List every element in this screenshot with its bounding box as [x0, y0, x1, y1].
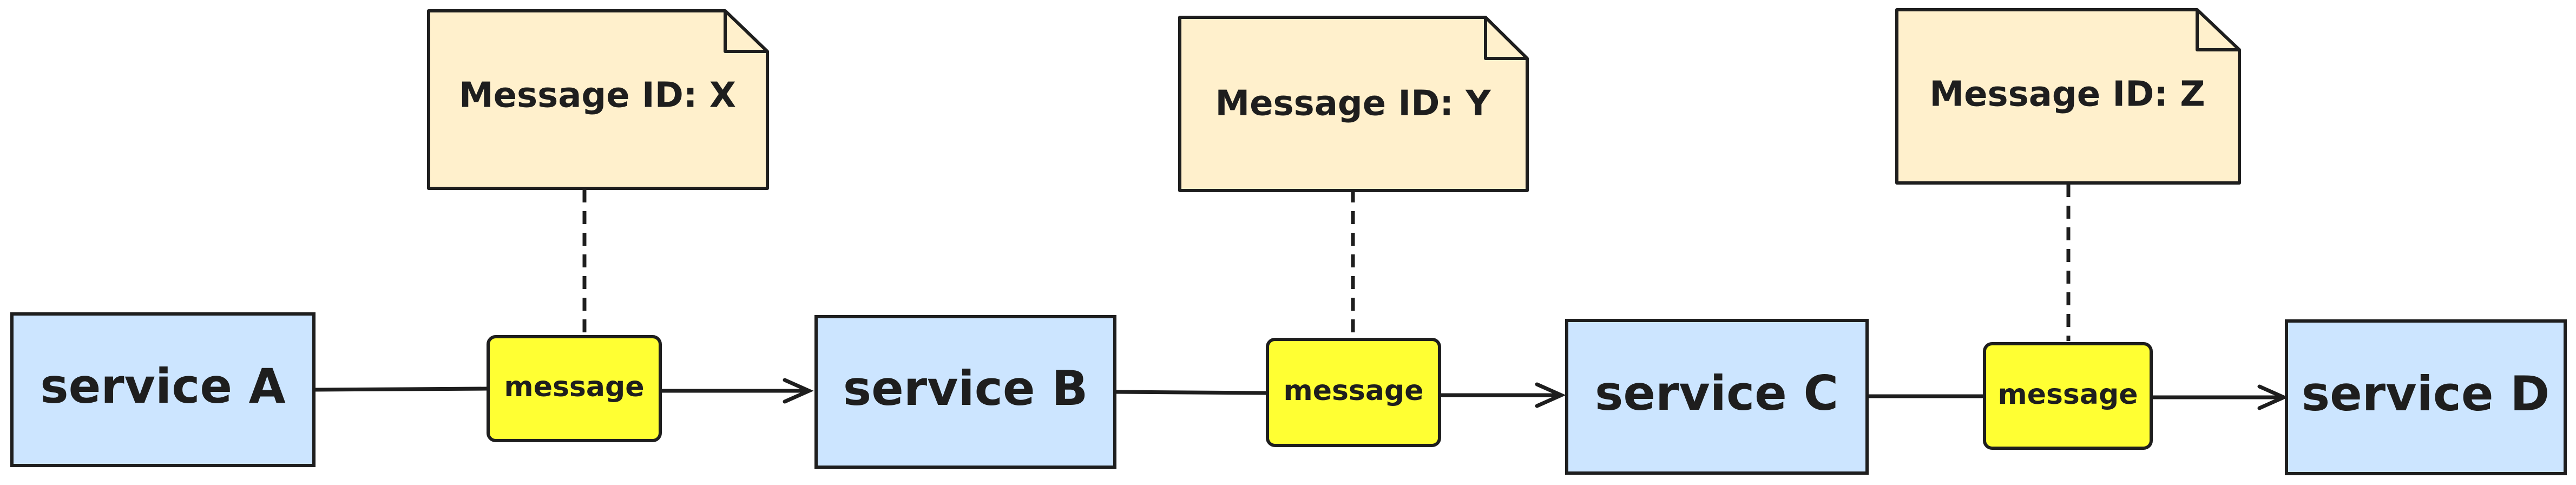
message-1: message — [487, 335, 662, 442]
note-z: Message ID: Z — [1895, 8, 2241, 185]
message-3-box — [1983, 342, 2153, 450]
service-a: service A — [10, 312, 316, 467]
connector-a-to-message-1 — [312, 386, 489, 392]
connector-lines — [312, 378, 2289, 410]
note-x-label: Message ID: X — [459, 76, 736, 116]
message-3: message — [1983, 342, 2153, 450]
note-y-fold — [1484, 17, 1527, 60]
service-d: service D — [2285, 319, 2567, 475]
note-z-fold — [2196, 10, 2239, 51]
service-b: service B — [814, 315, 1116, 469]
service-a-label: service A — [40, 358, 286, 414]
note-z-body — [1895, 8, 2241, 185]
note-connectors — [582, 184, 2071, 341]
message-2: message — [1266, 338, 1441, 447]
message-2-box — [1266, 338, 1441, 447]
message-1-box — [487, 335, 662, 442]
service-b-box — [814, 315, 1116, 469]
note-y-body — [1178, 16, 1529, 192]
service-d-box — [2285, 319, 2567, 475]
arrowhead-to-service-c — [1535, 382, 1566, 408]
note-y: Message ID: Y — [1178, 16, 1529, 192]
arrowhead-to-service-b — [783, 378, 814, 404]
service-c-label: service C — [1595, 365, 1838, 421]
note-z-label: Message ID: Z — [1929, 75, 2205, 115]
connector-b-to-message-2 — [1113, 390, 1269, 395]
message-3-label: message — [1998, 378, 2138, 411]
note-x: Message ID: X — [427, 9, 769, 190]
arrowhead-to-service-d — [2257, 384, 2289, 410]
note-x-body — [427, 9, 769, 190]
note-x-fold — [724, 11, 767, 53]
service-c-box — [1565, 319, 1869, 475]
service-b-label: service B — [843, 361, 1088, 416]
service-d-label: service D — [2302, 366, 2550, 422]
service-a-box — [10, 312, 316, 467]
service-c: service C — [1565, 319, 1869, 475]
note-y-label: Message ID: Y — [1215, 84, 1491, 124]
message-2-label: message — [1284, 375, 1424, 407]
message-1-label: message — [504, 371, 645, 403]
